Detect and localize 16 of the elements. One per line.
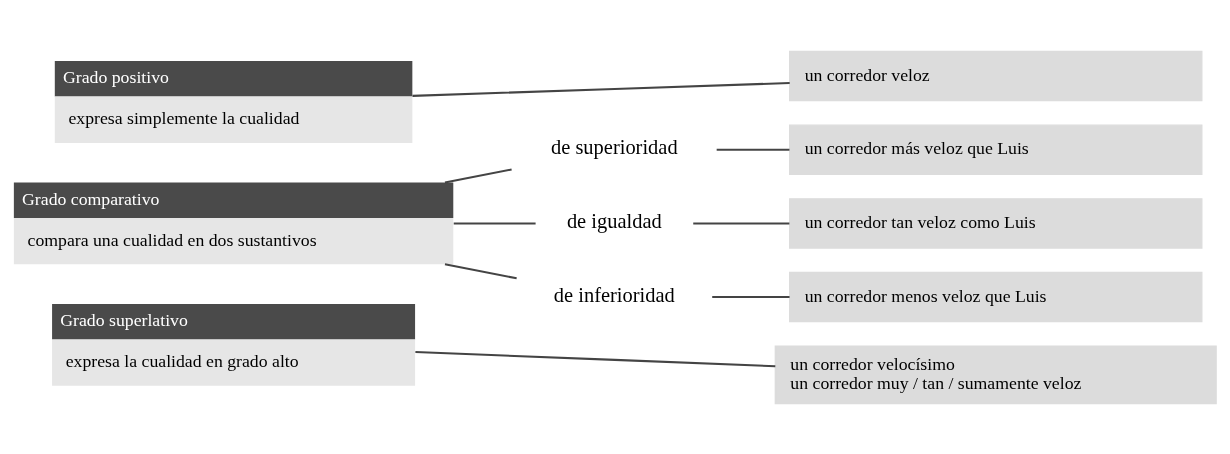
connector — [444, 262, 517, 279]
node-text: de superioridad — [550, 135, 678, 158]
connector — [693, 221, 790, 224]
node-text: de inferioridad — [553, 283, 675, 306]
connector — [712, 295, 790, 298]
connector — [444, 167, 512, 183]
node-text: de igualdad — [566, 209, 662, 232]
connector — [453, 221, 536, 224]
connector — [415, 350, 776, 367]
node-box: un corredor tan veloz como Luis — [789, 197, 1203, 249]
node-box: un corredor menos veloz que Luis — [789, 271, 1203, 322]
connector — [412, 81, 790, 97]
node-box: un corredor más veloz que Luis — [789, 123, 1203, 175]
node-box: un corredor veloz — [789, 50, 1203, 101]
connector — [716, 148, 790, 151]
node-box: un corredor velocísimo un corredor muy / tan / sumamente veloz — [774, 345, 1217, 404]
